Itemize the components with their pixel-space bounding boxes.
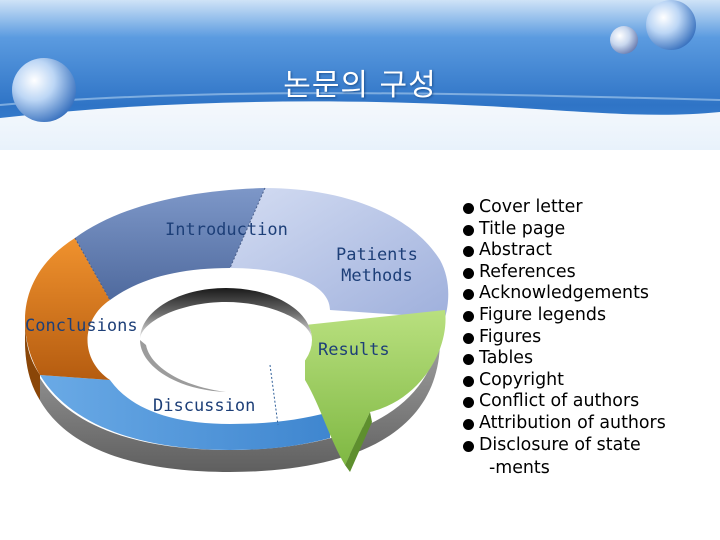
ring-hole-inner-wall [140,340,226,392]
bullet-icon [463,440,474,452]
slide-title: 논문의 구성 [283,68,437,103]
segment-patients-methods [230,188,449,318]
list-item: Cover letter [463,197,718,219]
bullet-icon [463,354,474,366]
list-item: Copyright [463,370,718,392]
bullet-icon [463,267,474,279]
segment-conclusions-side [25,320,40,400]
orb-decoration [646,0,696,50]
label-results: Results [318,340,390,360]
list-item: Figure legends [463,305,718,327]
list-item: Abstract [463,240,718,262]
list-item: Disclosure of state [463,435,718,457]
segment-results-side [345,412,372,472]
list-item: Attribution of authors [463,413,718,435]
list-item: Figures [463,327,718,349]
header-banner: 논문의 구성 [0,0,720,150]
list-item: Tables [463,348,718,370]
bullet-icon [463,246,474,258]
label-discussion: Discussion [153,396,256,416]
list-item-continuation: -ments [489,458,550,478]
bullet-icon [463,397,474,409]
label-conclusions: Conclusions [25,316,138,336]
segment-results [305,310,446,465]
label-patients: Patients [336,245,418,265]
bullet-icon [463,332,474,344]
bullet-icon [463,310,474,322]
bullet-icon [463,289,474,301]
bullet-icon [463,418,474,430]
orb-decoration [12,58,76,122]
label-introduction: Introduction [165,220,288,240]
ring-hole [140,288,312,392]
list-item: Title page [463,219,718,241]
bullet-icon [463,375,474,387]
label-methods: Methods [341,266,413,286]
submission-checklist: Cover letter Title page Abstract Referen… [463,197,718,456]
segment-introduction [75,188,265,300]
header-background [0,0,720,150]
label-patients-methods: Patients Methods [336,245,418,287]
bullet-icon [463,224,474,236]
segment-discussion [40,375,330,450]
list-item: Conflict of authors [463,391,718,413]
orb-decoration [610,26,638,54]
bullet-icon [463,203,474,214]
ring-hole-shadow [140,288,312,340]
paper-structure-ring: Introduction Patients Methods Results Di… [0,150,460,480]
list-item: References [463,262,718,284]
list-item: Acknowledgements [463,283,718,305]
ring-diagram [25,187,449,472]
segment-conclusions [25,238,110,380]
